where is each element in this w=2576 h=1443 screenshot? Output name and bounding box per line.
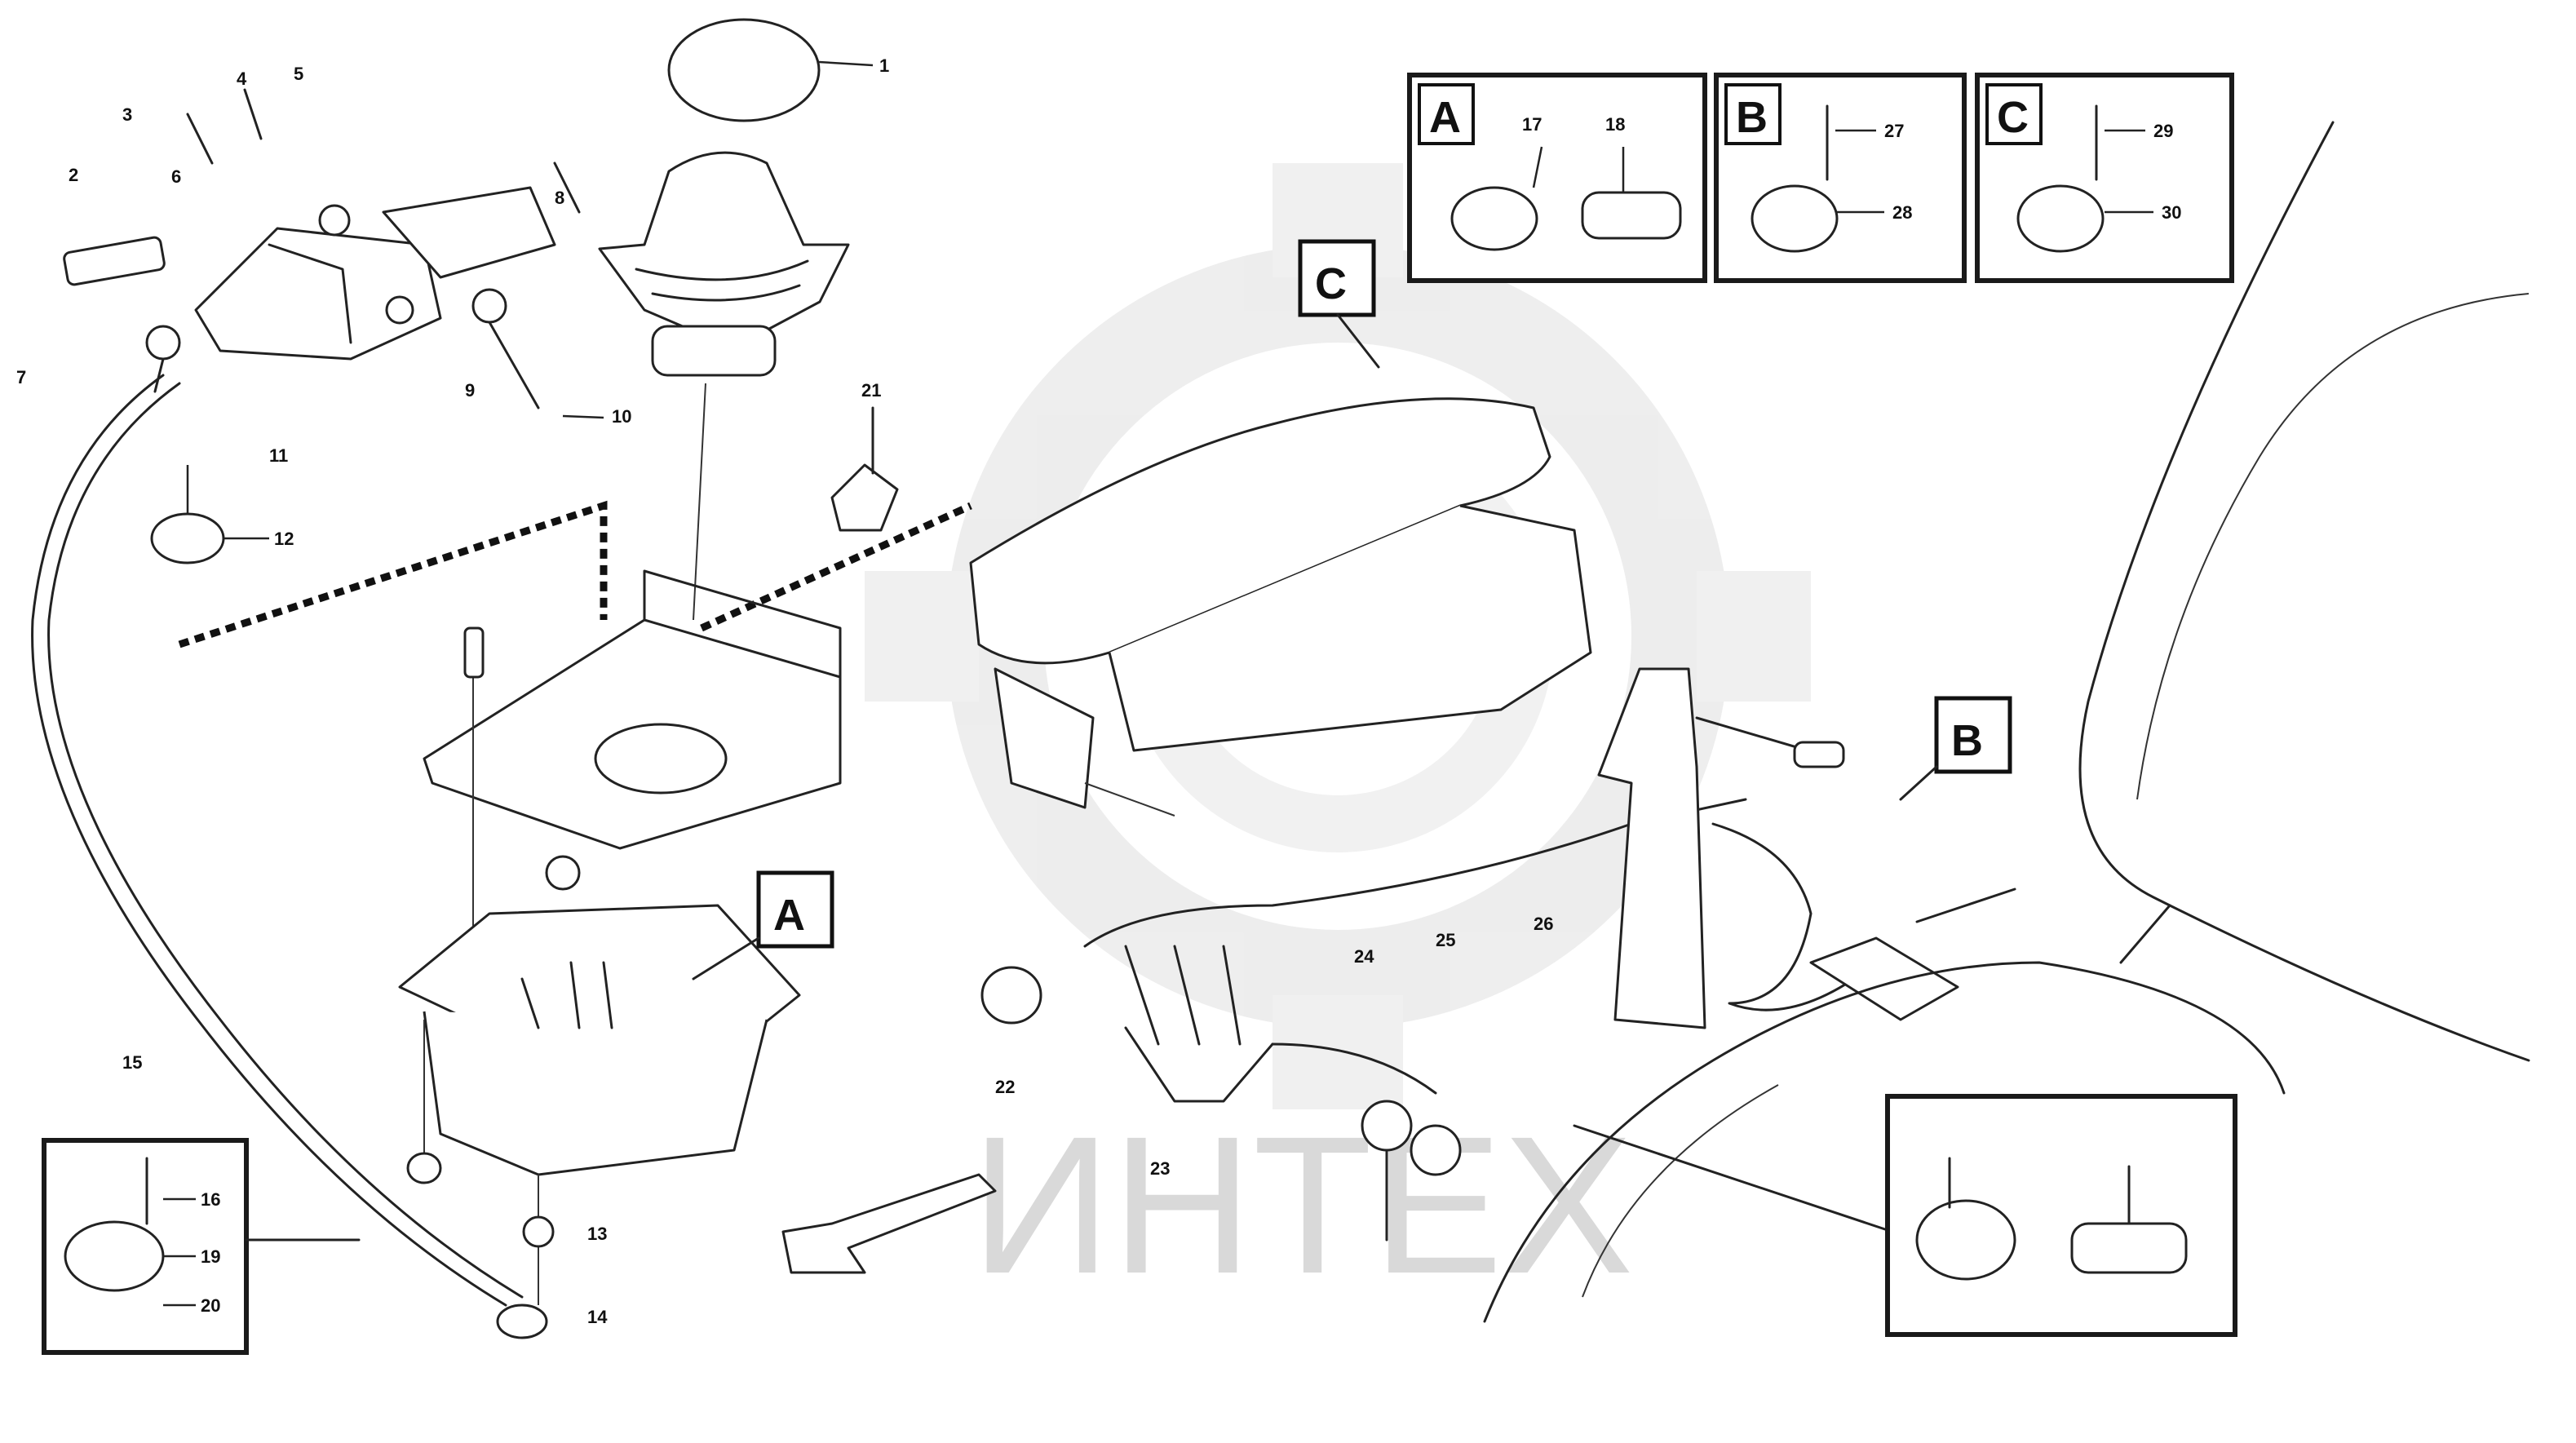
dashed-link-right bbox=[700, 502, 972, 632]
callout-number: 18 bbox=[1605, 114, 1625, 135]
detail-box-c: C 29 30 bbox=[1975, 73, 2234, 283]
clip-part: 21 bbox=[830, 380, 899, 532]
callout-number: 4 bbox=[237, 69, 247, 89]
detail-box-a: A 17 18 bbox=[1407, 73, 1707, 283]
callout-number: 25 bbox=[1436, 930, 1455, 950]
callout-number: 8 bbox=[555, 188, 564, 208]
wiring-harness: 22 23 24 25 26 bbox=[980, 798, 1747, 1242]
callout-tag-b: B bbox=[1951, 716, 1983, 765]
callout-number: 14 bbox=[587, 1307, 608, 1327]
callout-number: 10 bbox=[612, 406, 631, 427]
dashed-link-left bbox=[178, 500, 608, 648]
cable-left bbox=[31, 374, 507, 1307]
callout-number: 1 bbox=[879, 55, 889, 76]
callout-number: 22 bbox=[995, 1077, 1015, 1097]
lever-bracket: B bbox=[1597, 667, 2012, 1029]
armrest: C bbox=[969, 239, 1592, 817]
console-box: A 13 14 15 bbox=[122, 870, 834, 1339]
callout-number: 19 bbox=[201, 1246, 220, 1267]
direction-arrow-icon bbox=[781, 1173, 997, 1274]
callout-number: 15 bbox=[122, 1052, 142, 1073]
callout-number: 21 bbox=[861, 380, 881, 401]
detail-label-b: B bbox=[1736, 93, 1768, 142]
callout-number: 24 bbox=[1354, 946, 1374, 967]
callout-tag-c: C bbox=[1315, 259, 1347, 308]
callout-number: 6 bbox=[171, 166, 181, 187]
cable-left-inner bbox=[47, 382, 524, 1299]
callout-number: 16 bbox=[201, 1189, 220, 1210]
callout-number: 27 bbox=[1884, 121, 1904, 141]
bracket-assembly: 2 3 4 5 6 7 8 9 10 bbox=[16, 64, 631, 427]
detail-label-c: C bbox=[1997, 93, 2029, 142]
callout-number: 26 bbox=[1534, 914, 1553, 934]
callout-number: 17 bbox=[1522, 114, 1542, 135]
callout-number: 23 bbox=[1150, 1158, 1170, 1179]
callout-number: 13 bbox=[587, 1224, 607, 1244]
watermark-text: ИНТЕХ bbox=[971, 1096, 1634, 1314]
detail-label-a: A bbox=[1429, 93, 1461, 142]
callout-number: 20 bbox=[201, 1295, 220, 1316]
callout-number: 11 bbox=[269, 445, 288, 466]
connector-part: 11 12 bbox=[150, 445, 294, 564]
callout-number: 5 bbox=[294, 64, 303, 84]
callout-number: 29 bbox=[2153, 121, 2173, 141]
callout-number: 7 bbox=[16, 367, 26, 387]
right-switch bbox=[1711, 822, 2016, 1021]
callout-number: 28 bbox=[1892, 202, 1912, 223]
detail-box-b: B 27 28 bbox=[1714, 73, 1967, 283]
cab-contour bbox=[1483, 121, 2530, 1323]
callout-tag-a: A bbox=[773, 891, 805, 940]
joystick-assembly: 1 bbox=[598, 18, 889, 621]
detail-box-bottom-right bbox=[1885, 1094, 2237, 1337]
mounting-plate bbox=[423, 569, 842, 963]
callout-number: 3 bbox=[122, 104, 132, 125]
detail-box-bottom-left: 16 19 20 bbox=[42, 1138, 361, 1355]
callout-number: 9 bbox=[465, 380, 475, 401]
callout-number: 30 bbox=[2162, 202, 2181, 223]
callout-number: 12 bbox=[274, 529, 294, 549]
callout-number: 2 bbox=[69, 165, 78, 185]
